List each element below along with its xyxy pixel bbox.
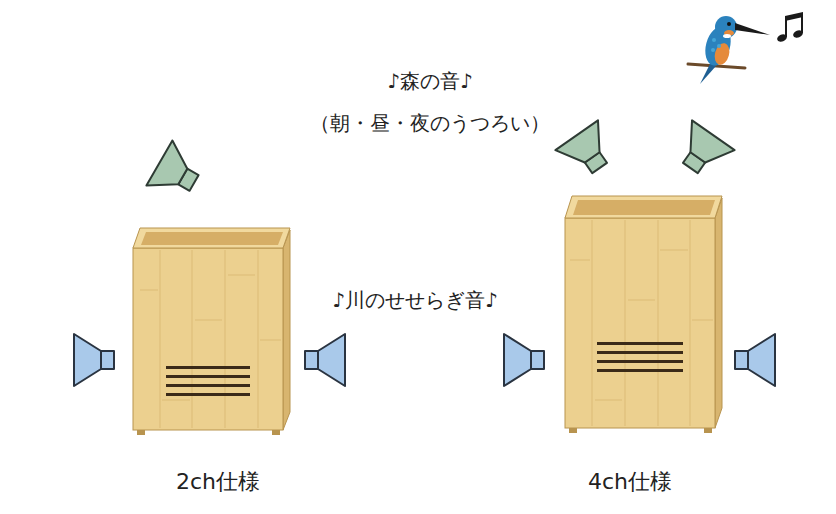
- kingfisher-illustration: [688, 16, 770, 84]
- spec-label: 2ch仕様: [176, 467, 260, 497]
- zone-subtitle: （朝・昼・夜のうつろい）: [310, 109, 550, 137]
- forest-sound-zone: ♪森の音♪ （朝・昼・夜のうつろい）: [35, 25, 825, 225]
- river-sound-zone: ♪川のせせらぎ音♪: [20, 245, 835, 437]
- music-note-symbol: [776, 12, 804, 43]
- ellipse-fill: [35, 25, 825, 225]
- zone-title: ♪森の音♪: [387, 67, 473, 95]
- wooden-box: [133, 228, 290, 435]
- zone-title: ♪川のせせらぎ音♪: [332, 286, 498, 314]
- ellipse-fill: [20, 245, 835, 437]
- wooden-box: [565, 196, 722, 433]
- speaker-symbol: [74, 334, 775, 386]
- spec-label: 4ch仕様: [588, 467, 672, 497]
- ellipse-outline: [20, 245, 835, 437]
